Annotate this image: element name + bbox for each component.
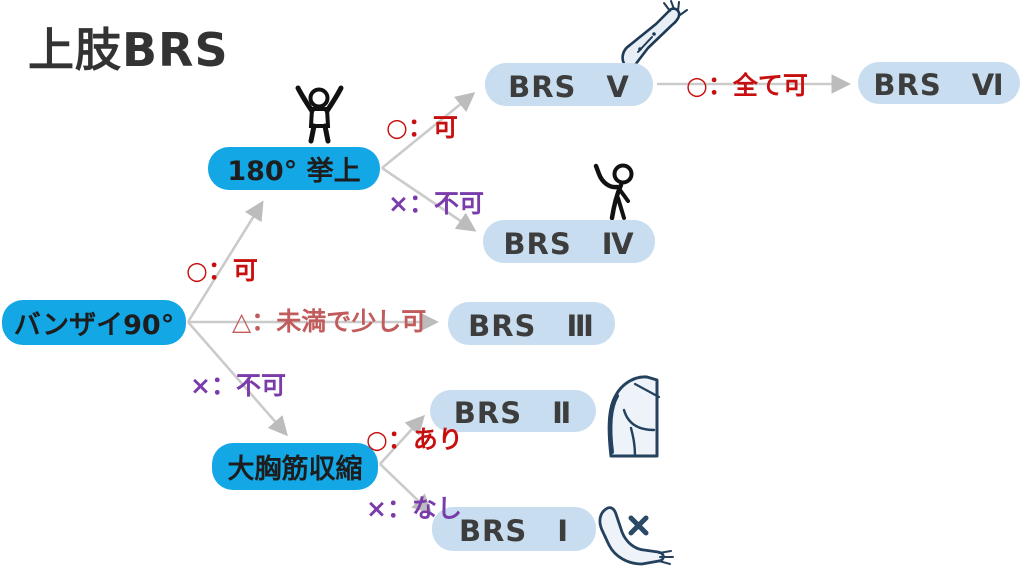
flaccid-arm-with-x-icon <box>596 503 678 568</box>
node-brs-3-label: BRS Ⅲ <box>468 308 595 343</box>
edge-line-daikyokin-to-brs2 <box>379 414 425 465</box>
edge-label-kyojo-ng: ×：不可 <box>388 189 484 218</box>
edge-label-all-ok: ○：全て可 <box>686 71 808 100</box>
edge-label-contraction-yes: ○：あり <box>366 425 463 454</box>
node-brs-2: BRS Ⅱ <box>430 390 596 432</box>
node-pectoralis-contraction-label: 大胸筋収縮 <box>227 454 363 485</box>
node-180-elevation-label: 180° 挙上 <box>227 156 361 187</box>
edge-label-contraction-no: ×：なし <box>366 494 462 523</box>
edge-label-banzai-ok: ○：可 <box>186 256 258 285</box>
shoulder-back-icon <box>602 372 662 458</box>
node-brs-1: BRS Ⅰ <box>432 507 596 551</box>
page-title: 上肢BRS <box>28 23 229 77</box>
node-pectoralis-contraction: 大胸筋収縮 <box>212 443 378 490</box>
node-banzai-90: バンザイ90° <box>2 300 186 345</box>
edge-line-daikyokin-to-brs1 <box>379 463 433 515</box>
node-brs-4-label: BRS Ⅳ <box>503 226 635 261</box>
node-brs-5-label: BRS Ⅴ <box>508 69 630 104</box>
one-arm-raised-person-icon <box>571 158 651 222</box>
node-brs-3: BRS Ⅲ <box>448 302 615 345</box>
node-brs-4: BRS Ⅳ <box>483 220 655 263</box>
node-banzai-90-label: バンザイ90° <box>13 310 175 341</box>
node-brs-2-label: BRS Ⅱ <box>453 396 573 430</box>
node-brs-5: BRS Ⅴ <box>485 63 653 106</box>
edge-line-kyojo-to-brs4 <box>381 166 477 232</box>
edge-line-kyojo-to-brs5 <box>381 92 476 170</box>
node-brs-1-label: BRS Ⅰ <box>458 514 570 548</box>
edge-label-kyojo-ok: ○：可 <box>386 113 458 142</box>
edge-label-banzai-partial: △：未満で少し可 <box>232 307 427 336</box>
edge-label-banzai-ng: ×：不可 <box>190 371 286 400</box>
edge-line-banzai-to-kyojo <box>186 200 264 323</box>
node-brs-6-label: BRS Ⅵ <box>873 68 1005 102</box>
both-arms-raised-person-icon <box>283 78 356 144</box>
node-brs-6: BRS Ⅵ <box>858 62 1020 104</box>
raised-arm-anatomy-icon <box>618 0 696 72</box>
edge-line-banzai-to-daikyokin <box>187 321 288 437</box>
node-180-elevation: 180° 挙上 <box>208 147 380 190</box>
